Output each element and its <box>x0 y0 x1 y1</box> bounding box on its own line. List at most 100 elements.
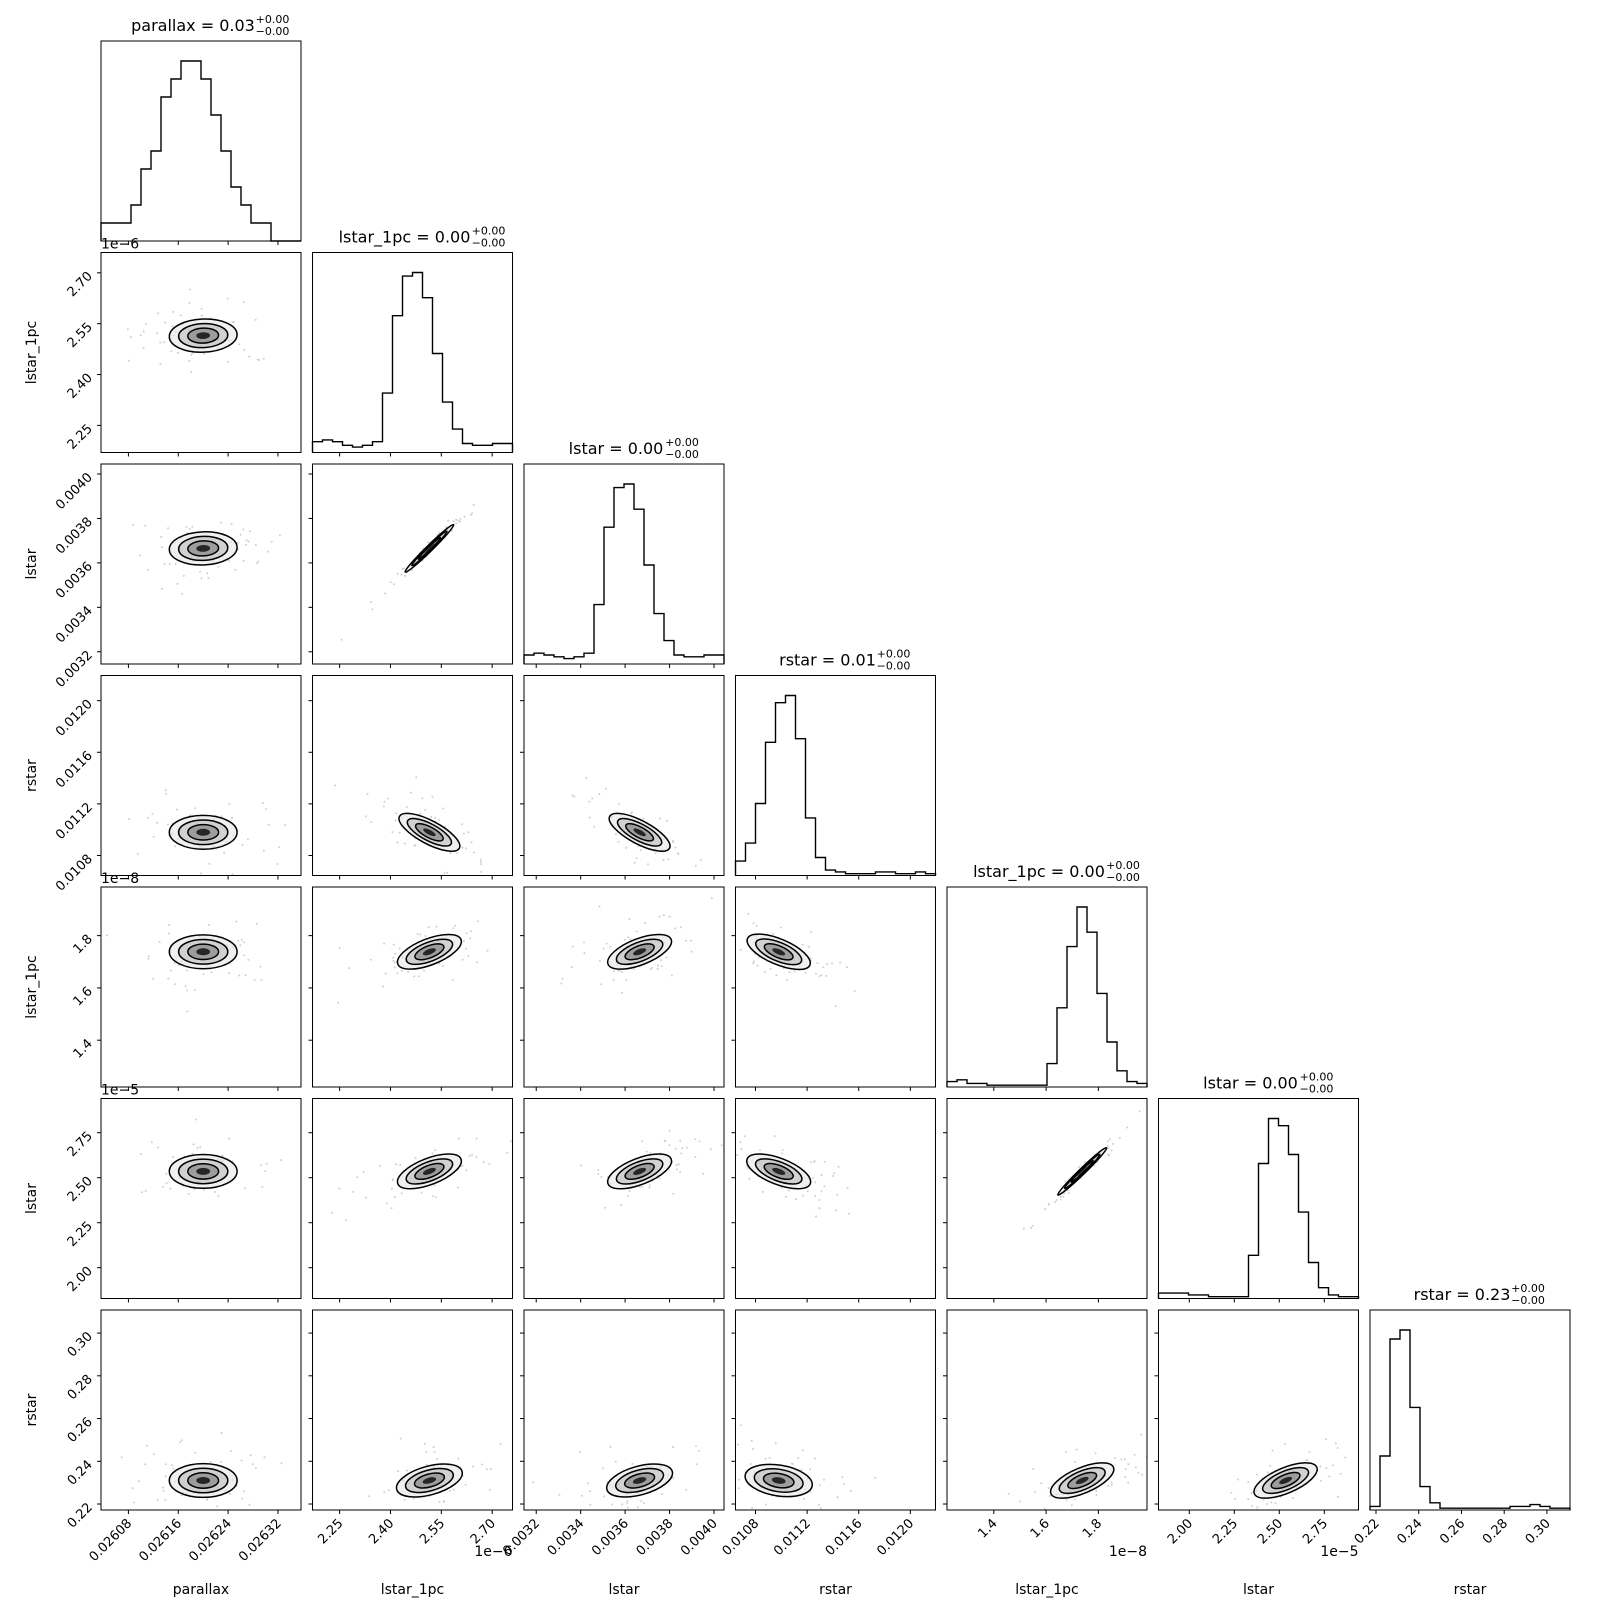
sample-point <box>230 1450 232 1453</box>
x-tick-label-2: 0.0034 <box>545 1516 588 1559</box>
sample-point <box>469 937 472 940</box>
y-tick-label-2: 0.0038 <box>53 515 96 558</box>
x-tick-label-6: 0.30 <box>1523 1516 1554 1547</box>
sample-point <box>390 1187 393 1190</box>
sample-point <box>626 1500 629 1503</box>
contour-2 <box>1067 1471 1098 1490</box>
sample-point <box>804 971 807 974</box>
sample-point <box>837 1165 840 1168</box>
sample-point <box>803 1497 805 1500</box>
sample-point <box>413 975 416 978</box>
sample-point <box>648 1186 651 1189</box>
sample-point <box>150 1141 153 1144</box>
sample-point <box>180 1439 183 1442</box>
x-tick-label-4: 1.6 <box>1028 1516 1053 1541</box>
sample-point <box>702 1172 704 1175</box>
sample-point <box>228 1493 231 1495</box>
x-tick-label-0: 0.02624 <box>186 1516 235 1565</box>
sample-point <box>167 977 170 980</box>
sample-point <box>558 1493 561 1496</box>
panel-title-sup-1: +0.00 <box>472 225 506 238</box>
sample-point <box>597 1173 600 1175</box>
y-axis-label-5: lstar <box>24 1183 40 1214</box>
sample-point <box>1256 1506 1259 1509</box>
sample-point <box>165 1172 168 1175</box>
sample-point <box>1033 1490 1036 1493</box>
y-tick-label-6: 0.26 <box>65 1415 96 1446</box>
sample-point <box>400 1192 403 1195</box>
sample-point <box>579 1164 582 1167</box>
sample-point <box>163 563 166 566</box>
sample-point <box>128 359 130 362</box>
sample-point <box>401 567 404 570</box>
y-tick-label-2: 0.0036 <box>53 559 96 602</box>
contour-2 <box>187 1472 220 1489</box>
sample-point <box>809 1491 812 1493</box>
contour-0 <box>168 318 238 353</box>
sample-point <box>773 1135 776 1138</box>
sample-point <box>194 1451 197 1454</box>
sample-point <box>383 942 386 945</box>
panel-title-2: lstar = 0.00 <box>569 439 664 458</box>
panel-title-sup-6: +0.00 <box>1511 1282 1545 1295</box>
sample-point <box>228 972 230 975</box>
contour-1 <box>614 1467 665 1494</box>
sample-point <box>573 795 576 798</box>
sample-point <box>142 330 145 333</box>
histogram-2 <box>523 483 725 664</box>
sample-point <box>398 831 401 834</box>
contour-1 <box>616 817 663 847</box>
sample-point <box>465 847 468 850</box>
sample-point <box>193 1188 196 1191</box>
x-offset-text-4: 1e−8 <box>1109 1544 1147 1560</box>
sample-point <box>750 1439 753 1442</box>
sample-point <box>666 819 669 822</box>
sample-point <box>617 802 620 805</box>
panel-frame <box>100 886 302 1088</box>
sample-point <box>1111 1142 1114 1145</box>
contour-1 <box>177 1158 229 1185</box>
sample-point <box>247 540 250 543</box>
panel-title-sup-3: +0.00 <box>877 648 911 661</box>
sample-point <box>751 1448 754 1450</box>
histogram-1 <box>311 271 514 453</box>
sample-point <box>1064 1180 1067 1183</box>
sample-point <box>752 962 754 965</box>
sample-point <box>464 1483 467 1486</box>
sample-point <box>600 1175 603 1178</box>
sample-point <box>243 954 246 957</box>
sample-point <box>131 1487 134 1490</box>
density-fill-3 <box>772 1167 786 1175</box>
sample-point <box>625 978 628 981</box>
sample-point <box>1049 1494 1052 1497</box>
sample-point <box>284 824 286 827</box>
contour-0 <box>744 1463 814 1498</box>
panel-title-sup-0: +0.00 <box>256 13 290 26</box>
panel-5-1 <box>308 1098 513 1303</box>
sample-point <box>382 985 385 988</box>
sample-point <box>164 1499 167 1502</box>
contour-2 <box>414 1162 445 1181</box>
sample-point <box>764 970 766 973</box>
sample-point <box>648 1184 651 1187</box>
sample-point <box>820 1190 823 1193</box>
panel-3-3: rstar = 0.01+0.00−0.00 <box>734 648 937 880</box>
sample-point <box>387 797 390 800</box>
sample-point <box>463 515 466 518</box>
sample-point <box>156 1499 159 1502</box>
sample-point <box>1019 1500 1022 1503</box>
sample-point <box>694 1138 697 1141</box>
sample-point <box>1095 1489 1098 1492</box>
sample-point <box>451 978 454 981</box>
sample-point <box>262 849 265 852</box>
sample-point <box>152 977 155 980</box>
sample-point <box>244 1187 247 1190</box>
contour-2 <box>1070 1159 1095 1183</box>
sample-point <box>267 823 270 826</box>
x-tick-label-2: 0.0040 <box>678 1516 721 1559</box>
density-fill-3 <box>196 828 211 836</box>
sample-point <box>206 572 209 575</box>
sample-point <box>836 1496 839 1499</box>
sample-point <box>740 1147 743 1150</box>
density-fill-3 <box>423 828 436 837</box>
